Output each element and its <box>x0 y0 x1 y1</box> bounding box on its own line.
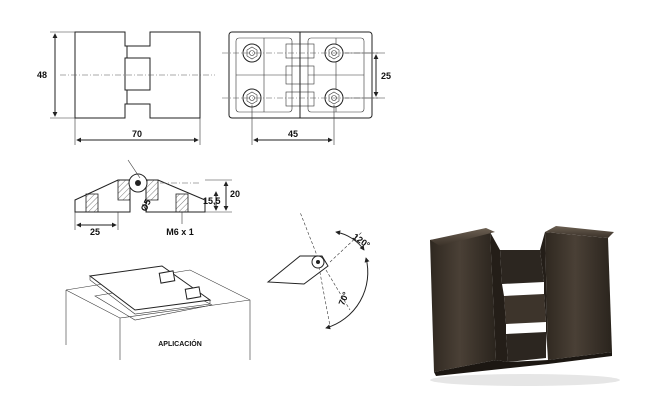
section-view: Ø5 20 15,5 25 M6 x 1 <box>74 159 240 237</box>
dimension-height-48: 48 <box>37 70 47 80</box>
dimension-width-45: 45 <box>288 129 298 139</box>
dimension-pitch-25: 25 <box>381 71 391 81</box>
dimension-thread: M6 x 1 <box>166 227 194 237</box>
dimension-angle-120: 120° <box>351 231 372 250</box>
dimension-section-15-5: 15,5 <box>203 196 221 206</box>
dimension-section-25: 25 <box>90 227 100 237</box>
dimension-section-height-20: 20 <box>230 189 240 199</box>
rear-view: 25 45 <box>222 31 391 145</box>
dimension-pin-diameter: Ø5 <box>139 198 153 213</box>
opening-angle-view: 120° 70° <box>266 211 372 330</box>
dimension-angle-70: 70° <box>337 290 352 307</box>
hinge-product-photo <box>430 226 620 386</box>
application-illustration: APLICACIÓN <box>65 265 251 360</box>
application-caption: APLICACIÓN <box>158 339 202 348</box>
front-view: 48 70 <box>37 31 215 145</box>
dimension-width-70: 70 <box>132 129 142 139</box>
